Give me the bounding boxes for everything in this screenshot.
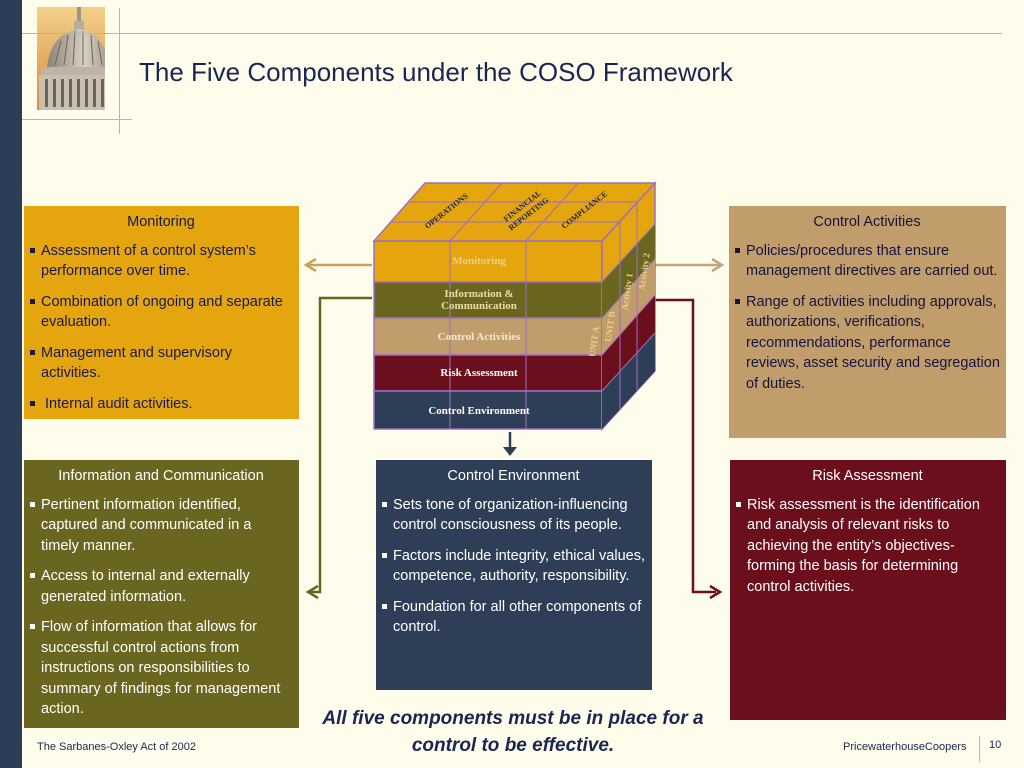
control-environment-item: Sets tone of organization-influencing co…: [381, 495, 646, 536]
cube-layer-label-control-activities: Control Activities: [438, 331, 521, 343]
risk-assessment-title: Risk Assessment: [812, 468, 923, 484]
cube-layer-label-monitoring: Monitoring: [452, 255, 506, 267]
monitoring-item: Management and supervisory activities.: [29, 343, 293, 384]
cube-layer-label-risk-assessment: Risk Assessment: [440, 367, 518, 379]
control-activities-item: Policies/procedures that ensure manageme…: [734, 241, 1000, 282]
information-item: Pertinent information identified, captur…: [29, 495, 293, 557]
monitoring-panel: Monitoring Assessment of a control syste…: [24, 206, 299, 419]
monitoring-title: Monitoring: [127, 214, 195, 230]
risk-assessment-item: Risk assessment is the identification an…: [735, 495, 1000, 598]
page-number: 10: [989, 739, 1002, 751]
logo-rule: [22, 119, 132, 120]
footer-right: PricewaterhouseCoopers: [843, 741, 967, 753]
top-rule: [22, 33, 1002, 34]
logo-vertical-rule: [119, 8, 120, 134]
control-activities-item: Range of activities including approvals,…: [734, 292, 1000, 395]
arrow-information: [305, 296, 372, 600]
monitoring-item: Internal audit activities.: [29, 394, 293, 415]
arrow-risk-assessment: [655, 298, 723, 600]
capitol-dome-icon: [37, 7, 105, 110]
tagline: All five components must be in place for…: [322, 708, 704, 756]
monitoring-item: Combination of ongoing and separate eval…: [29, 292, 293, 333]
cube-layer-label-control-environment: Control Environment: [428, 405, 530, 417]
control-environment-title: Control Environment: [447, 468, 580, 484]
page-title: The Five Components under the COSO Frame…: [139, 57, 733, 87]
left-accent-bar: [0, 0, 22, 768]
risk-assessment-panel: Risk Assessment Risk assessment is the i…: [730, 460, 1006, 720]
control-environment-item: Foundation for all other components of c…: [381, 597, 646, 638]
information-title: Information and Communication: [58, 468, 264, 484]
footer-separator: [979, 736, 980, 762]
arrow-control-environment-head: [503, 447, 517, 456]
cube-side-label-unit-b: UNIT B: [603, 311, 617, 343]
control-activities-panel: Control Activities Policies/procedures t…: [729, 206, 1006, 438]
control-activities-title: Control Activities: [813, 214, 921, 230]
cube-layer-control-environment: [373, 390, 603, 430]
cube-side-label-unit-a: UNIT A: [587, 325, 601, 357]
information-communication-panel: Information and Communication Pertinent …: [24, 460, 299, 728]
information-item: Access to internal and externally genera…: [29, 566, 293, 607]
monitoring-item: Assessment of a control system’s perform…: [29, 241, 293, 282]
footer-left: The Sarbanes-Oxley Act of 2002: [37, 741, 196, 753]
arrow-monitoring: [303, 257, 372, 273]
cube-layer-label-information: Information &Communication: [441, 288, 517, 312]
control-environment-panel: Control Environment Sets tone of organiz…: [376, 460, 652, 690]
arrow-control-activities: [655, 257, 725, 273]
information-item: Flow of information that allows for succ…: [29, 617, 293, 720]
control-environment-item: Factors include integrity, ethical value…: [381, 546, 646, 587]
